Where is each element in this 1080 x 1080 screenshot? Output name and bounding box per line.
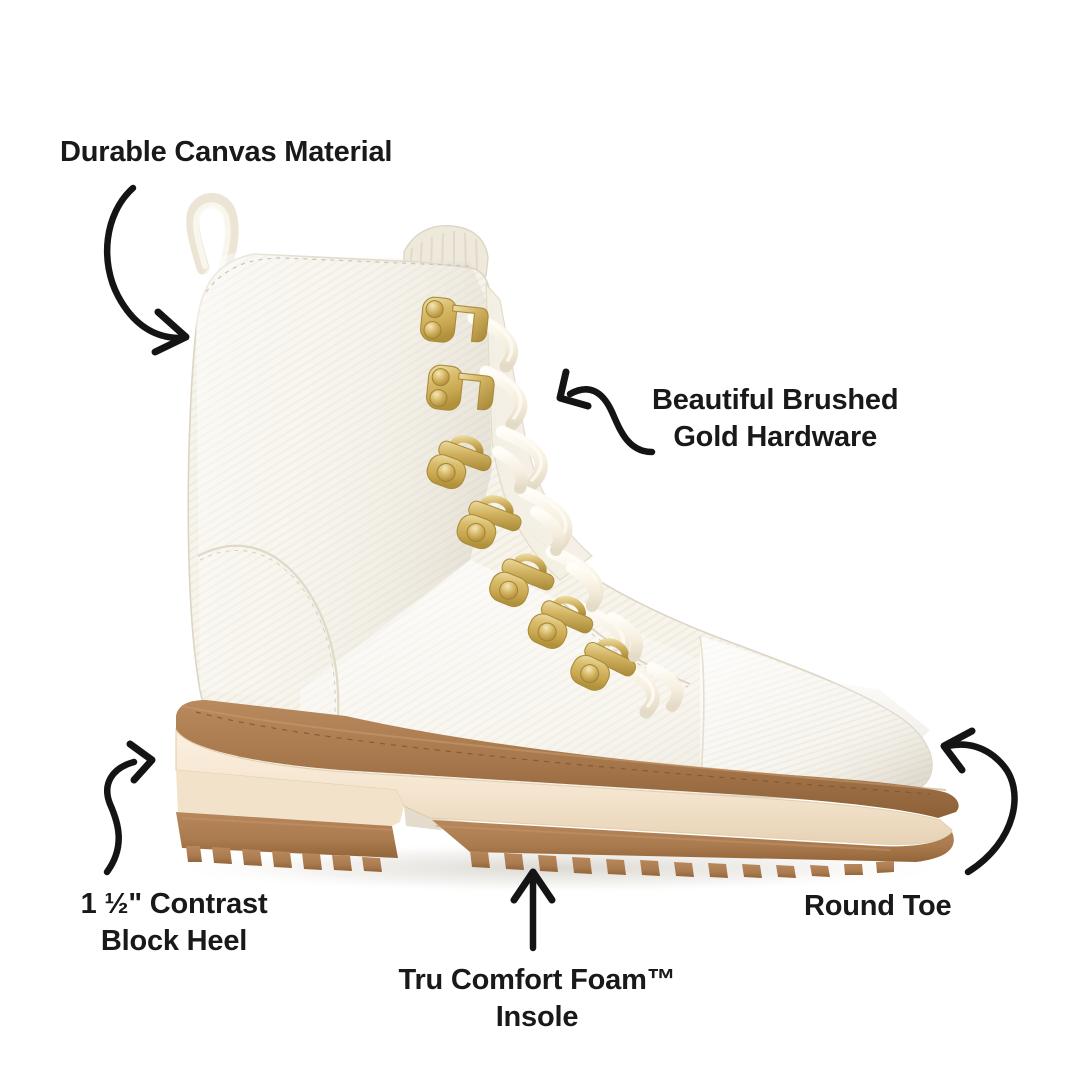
heel-block	[176, 770, 404, 826]
label-round-toe: Round Toe	[804, 890, 952, 922]
hardware-d-ring-4	[527, 596, 594, 649]
label-beautiful-brushed-gold-hardware: Beautiful Brushed Gold Hardware	[652, 384, 899, 454]
hardware-hook-plate-1	[420, 296, 489, 343]
hardware-d-ring-5	[570, 638, 637, 691]
hardware-d-ring-1	[426, 435, 492, 490]
hardware-hook-plate-2	[426, 364, 495, 411]
outsole-forefoot	[432, 820, 954, 862]
hardware-d-ring-3	[489, 553, 555, 608]
label-tru-comfort-foam-insole: Tru Comfort Foam™ Insole	[398, 964, 676, 1034]
lace-front-passes	[492, 446, 684, 712]
label-contrast-block-heel: 1 ½" Contrast Block Heel	[80, 888, 268, 958]
outsole-lugs-heel	[186, 846, 382, 872]
collar-edge-stitch	[205, 257, 471, 293]
label-durable-canvas-material: Durable Canvas Material	[60, 136, 393, 168]
hardware-d-ring-2	[456, 495, 522, 550]
outsole-heel	[176, 812, 398, 858]
tongue	[485, 282, 593, 581]
sole-welt-stitch	[195, 711, 931, 795]
sole-welt	[176, 700, 959, 818]
heel-counter-seam	[197, 544, 340, 717]
outsole-lugs-forefoot	[470, 851, 894, 878]
sole-midsole	[175, 728, 953, 846]
